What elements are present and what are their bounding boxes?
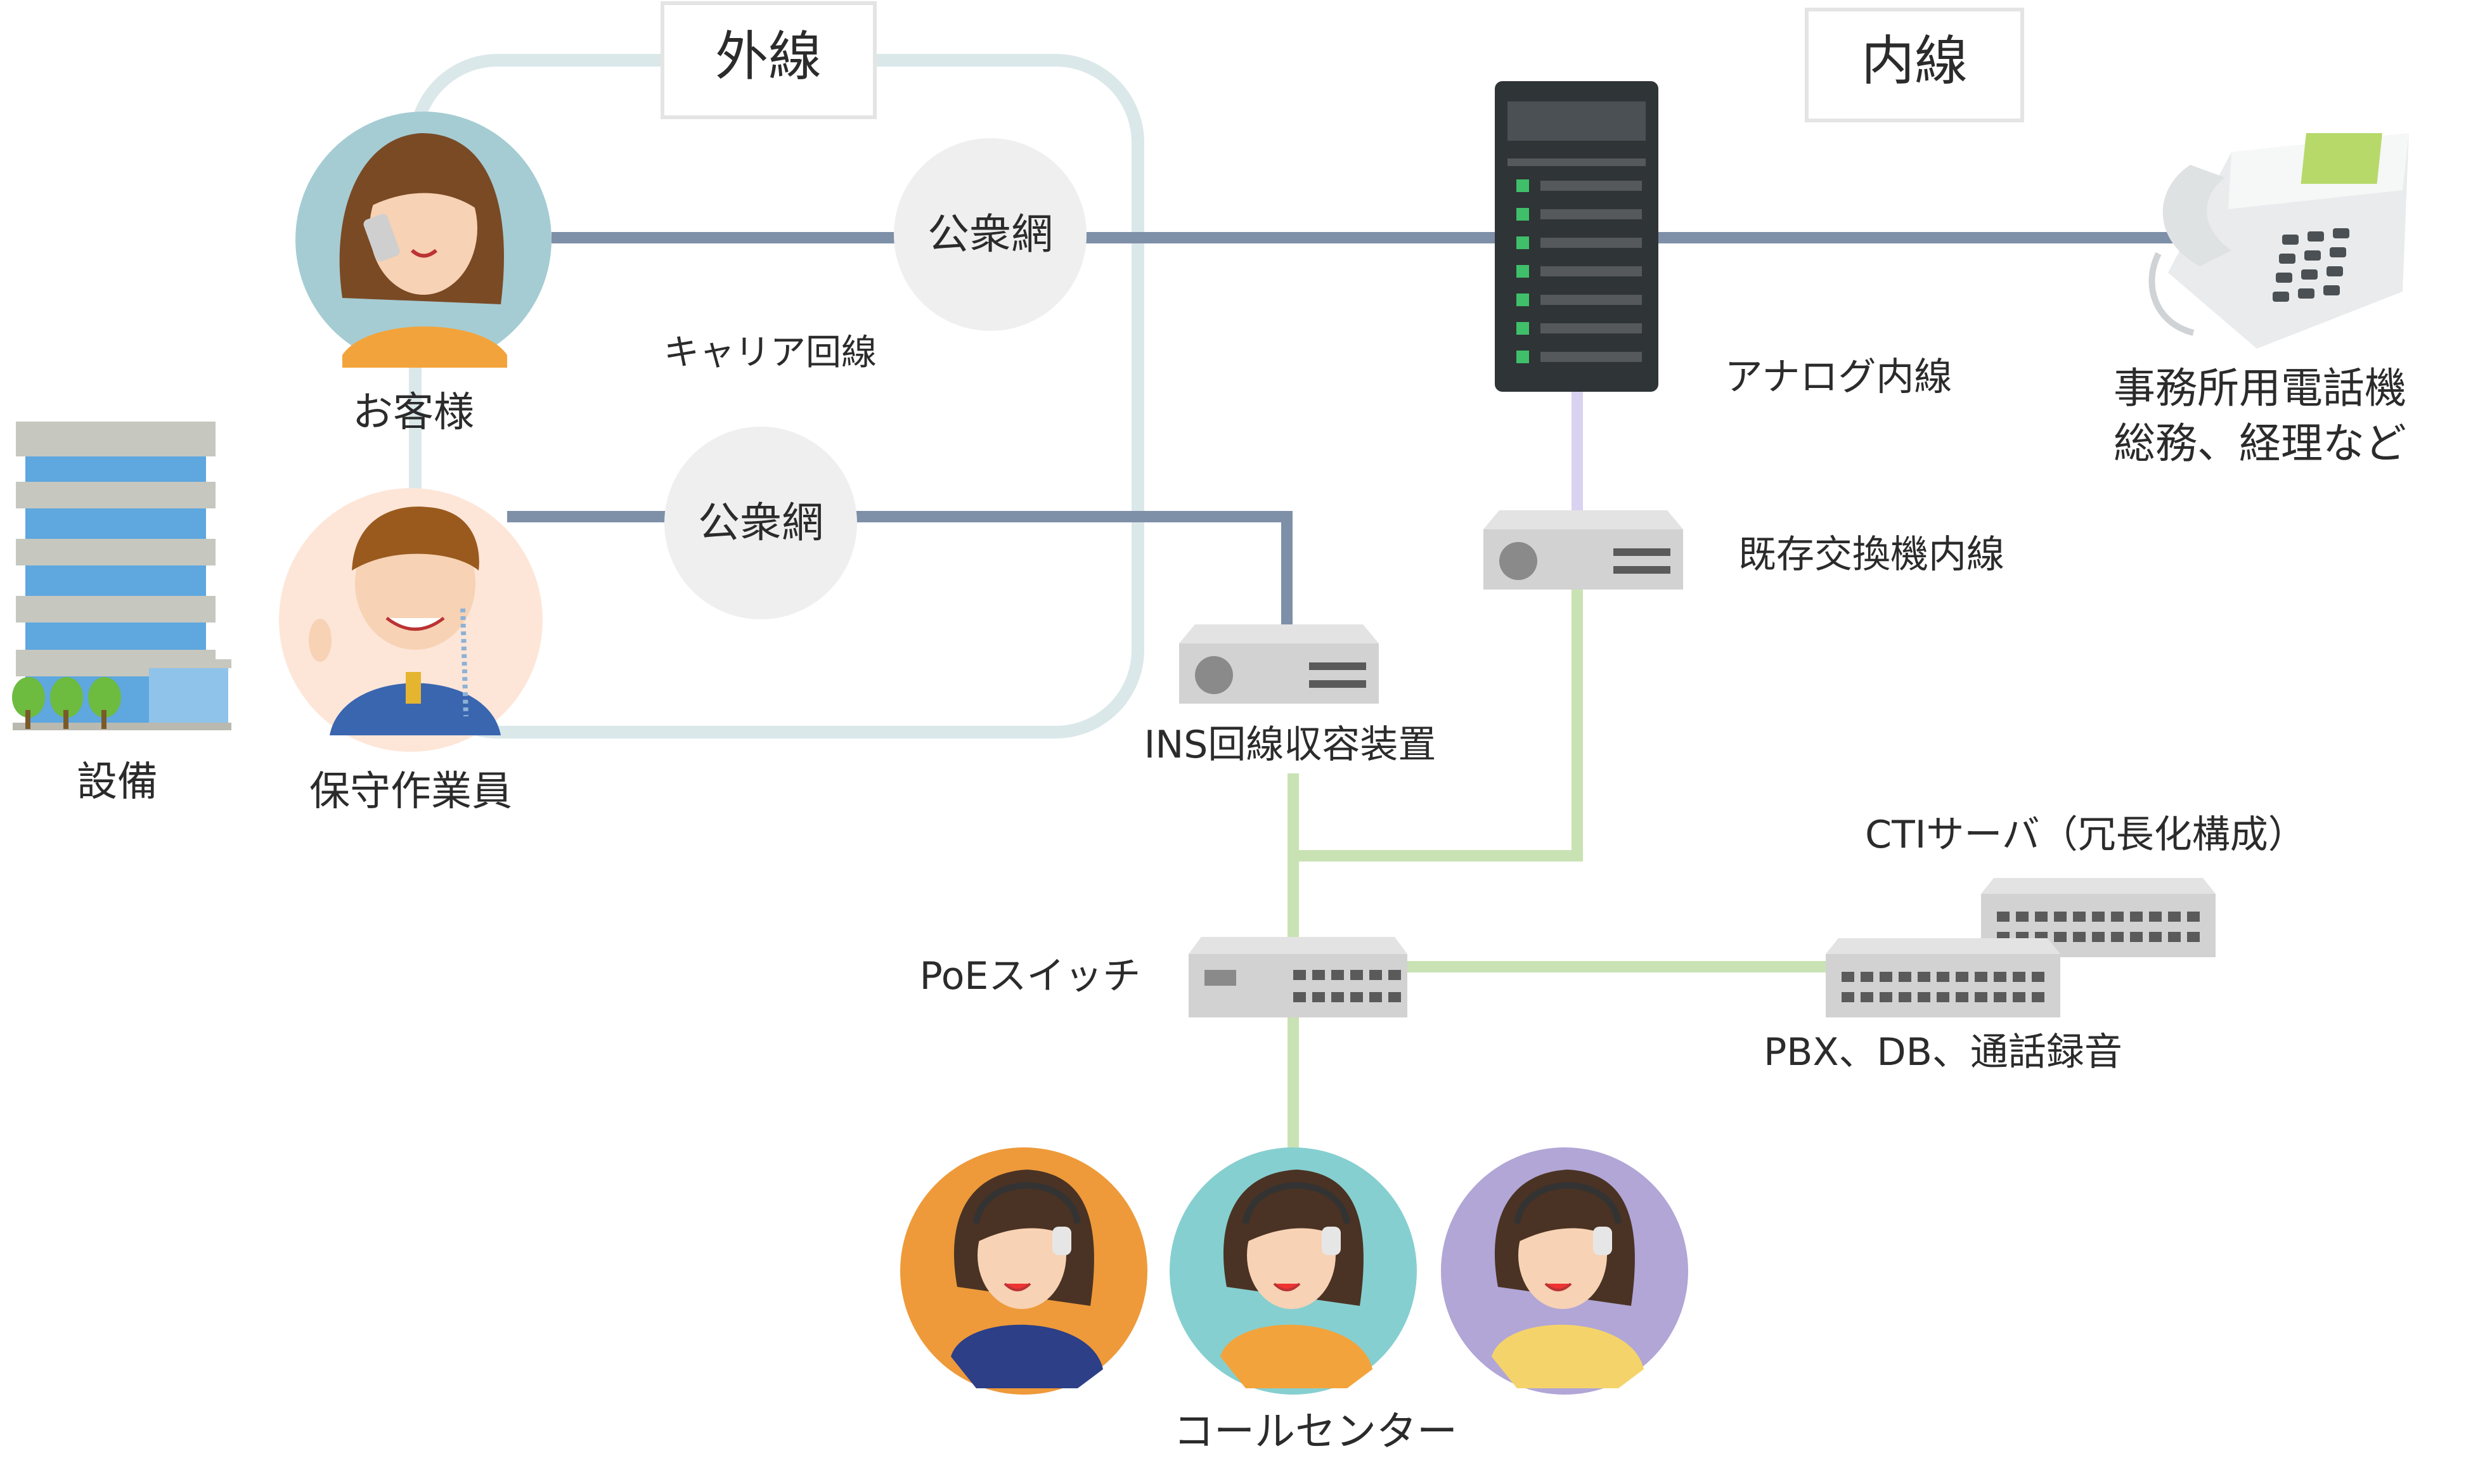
- maintenance-public-line: [507, 511, 1293, 631]
- agent-avatar-1: [900, 1147, 1147, 1395]
- legacy-exchange-icon: [1483, 510, 1683, 590]
- agent-avatar-3: [1441, 1147, 1688, 1395]
- cti-server-label: CTIサーバ（冗長化構成）: [1865, 813, 2306, 857]
- poe-switch-icon: [1189, 937, 1407, 1017]
- public-network-cloud-2: [664, 427, 857, 619]
- public-network-label-2: 公衆網: [698, 498, 823, 547]
- facility-label: 設備: [77, 759, 158, 806]
- analog-extension-label: アナログ内線: [1725, 355, 1952, 399]
- inner-line-box: [1805, 8, 2024, 122]
- poe-switch-label: PoEスイッチ: [920, 954, 1141, 998]
- customer-label: お客様: [352, 389, 474, 436]
- customer-avatar: [295, 112, 552, 368]
- pbx-server-icon: [1826, 938, 2060, 1017]
- outer-line-box: [661, 1, 877, 119]
- pbx-db-label: PBX、DB、通話録音: [1764, 1030, 2122, 1074]
- maintenance-worker-avatar: [279, 488, 543, 752]
- legacy-to-switch-line: [1293, 583, 1583, 861]
- facility-building-icon: [12, 422, 231, 730]
- outer-line-label: 外線: [715, 25, 822, 87]
- legacy-exchange-label: 既存交換機内線: [1738, 532, 2004, 577]
- ins-device-label: INS回線収容装置: [1144, 723, 1436, 767]
- inner-line-label: 内線: [1861, 30, 1968, 92]
- call-center-label: コールセンター: [1173, 1409, 1457, 1455]
- office-phone-icon: [2148, 133, 2409, 349]
- carrier-line-label: キャリア回線: [664, 332, 877, 373]
- office-phone-label-line1: 事務所用電話機: [2114, 364, 2406, 413]
- public-network-label-1: 公衆網: [927, 210, 1053, 259]
- ins-device-icon: [1179, 624, 1379, 704]
- server-rack-icon: [1495, 81, 1658, 392]
- maintenance-worker-label: 保守作業員: [309, 768, 512, 815]
- agent-avatar-2: [1170, 1147, 1417, 1395]
- office-phone-label-line2: 総務、経理など: [2114, 419, 2406, 468]
- public-network-cloud-1: [894, 138, 1087, 331]
